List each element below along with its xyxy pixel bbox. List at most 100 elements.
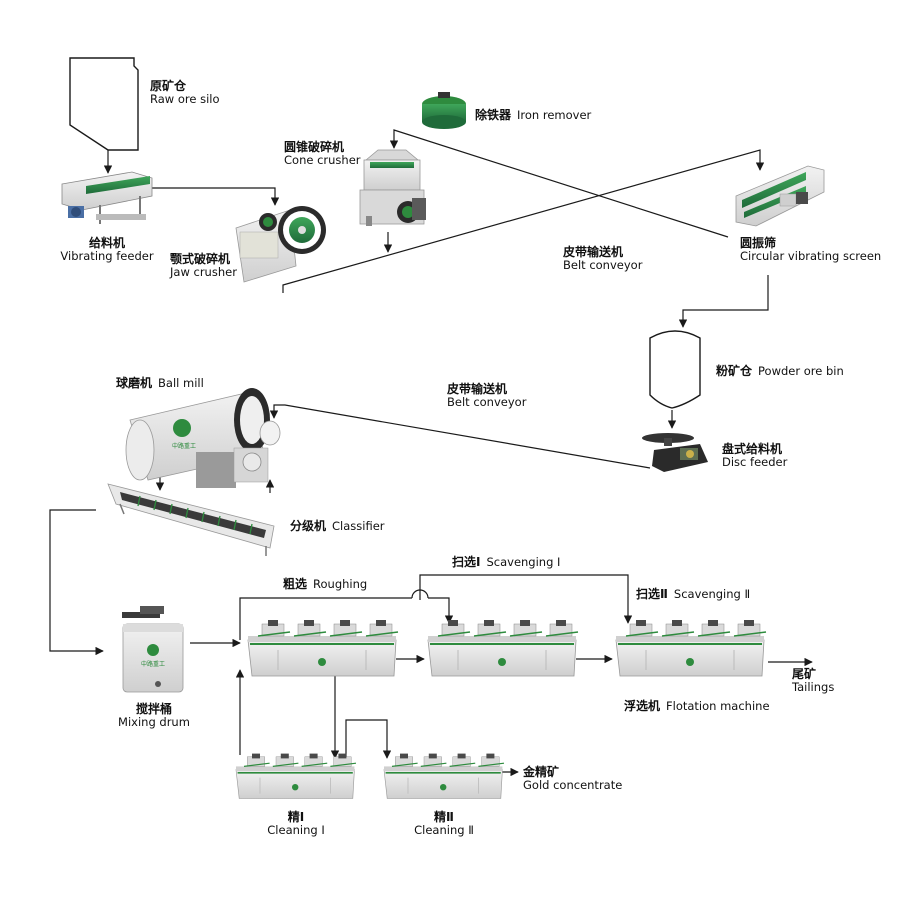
disc-to-mill-line xyxy=(269,404,651,469)
flotation-handrail xyxy=(391,762,418,767)
flotation-motor-cap xyxy=(309,753,318,759)
jaw-crusher-en: Jaw crusher xyxy=(170,265,237,280)
mixing-drum-logo-text: 中路重工 xyxy=(141,660,165,668)
flotation-handrail xyxy=(272,762,299,767)
jaw-to-screen-line xyxy=(282,149,765,293)
cleaning-2-cn: 精Ⅱ xyxy=(434,810,454,824)
flotation-handrail xyxy=(301,762,328,767)
flotation-tank-rim xyxy=(248,636,396,642)
classifier-icon xyxy=(107,483,275,556)
belt-conveyor-1-cn: 皮带输送机 xyxy=(563,245,624,259)
roughing-cn: 粗选 xyxy=(283,577,308,591)
flotation-motor-cap xyxy=(268,620,278,626)
flotation-handrail xyxy=(478,762,505,767)
roughing-en: Roughing xyxy=(313,577,368,591)
flotation-motor-cap xyxy=(484,620,494,626)
flotation-tank-rim xyxy=(236,766,355,772)
flotation-motor-cap xyxy=(448,620,458,626)
mixing-drum-label: 搅拌桶 Mixing drum xyxy=(112,702,196,730)
belt-conveyor-2-label: 皮带输送机 Belt conveyor xyxy=(447,382,526,410)
feeder-to-jaw-arrow xyxy=(150,187,280,206)
cleaning-2-en: Cleaning Ⅱ xyxy=(414,823,474,838)
flotation-handrail xyxy=(329,631,363,637)
mixing-drum-icon: 中路重工 xyxy=(122,606,184,693)
classifier-label: 分级机 Classifier xyxy=(290,519,385,534)
scavenging-2-cn: 扫选Ⅱ xyxy=(636,587,668,601)
tailings-en: Tailings xyxy=(792,680,835,695)
flotation-motor-cap xyxy=(672,620,682,626)
flotation-motor-cap xyxy=(556,620,566,626)
flotation-motor-cap xyxy=(486,753,495,759)
circular-vibrating-screen-en: Circular vibrating screen xyxy=(740,249,882,264)
flotation-logo-icon xyxy=(498,658,506,666)
classifier-cn: 分级机 xyxy=(290,519,327,533)
flotation-logo-icon xyxy=(440,784,447,791)
flotation-motor-cap xyxy=(520,620,530,626)
iron-remover-icon xyxy=(422,92,466,129)
iron-remover-en: Iron remover xyxy=(517,108,592,122)
circular-vibrating-screen-icon xyxy=(735,165,825,227)
disc-feeder-icon xyxy=(642,433,708,472)
flotation-handrail xyxy=(697,631,731,637)
flotation-handrail xyxy=(473,631,507,637)
flotation-motor-cap xyxy=(252,753,260,759)
flotation-motor-cap xyxy=(338,753,347,759)
flotation-cell-roughing-icon xyxy=(247,620,399,677)
flotation-logo-icon xyxy=(318,658,326,666)
flotation-logo-icon xyxy=(292,784,299,791)
scavenging-2-label: 扫选Ⅱ Scavenging Ⅱ xyxy=(636,587,750,602)
flotation-motor-cap xyxy=(636,620,646,626)
flotation-motor-cap xyxy=(400,753,408,759)
scavenging-2-en: Scavenging Ⅱ xyxy=(673,587,751,601)
belt-conveyor-1-label: 皮带输送机 Belt conveyor xyxy=(563,245,642,273)
raw-ore-silo-cn: 原矿仓 xyxy=(150,79,187,93)
cone-crusher-en: Cone crusher xyxy=(284,153,361,168)
circular-vibrating-screen-cn: 圆振筛 xyxy=(740,236,777,250)
screen-to-cone-line xyxy=(389,129,729,238)
belt-conveyor-2-en: Belt conveyor xyxy=(447,395,527,410)
ball-mill-cn: 球磨机 xyxy=(116,376,153,390)
flotation-cell-cleaning1-icon xyxy=(235,753,357,799)
vibrating-feeder-cn: 给料机 xyxy=(88,236,125,250)
tailings-cn: 尾矿 xyxy=(792,667,817,681)
flotation-tank-rim xyxy=(384,766,503,772)
disc-feeder-en: Disc feeder xyxy=(722,455,788,470)
cleaning-1-en: Cleaning I xyxy=(267,823,325,838)
disc-feeder-cn: 盘式给料机 xyxy=(722,442,783,456)
flotation-handrail xyxy=(257,631,291,637)
gold-concentrate-cn: 金精矿 xyxy=(523,765,560,779)
flotation-motor-cap xyxy=(340,620,350,626)
clean1-to-clean2-line xyxy=(345,719,392,760)
flotation-tank-rim xyxy=(428,636,576,642)
flotation-cell-cleaning2-icon xyxy=(383,753,505,799)
flotation-handrail xyxy=(365,631,399,637)
flotation-motor-cap xyxy=(457,753,466,759)
jaw-crusher-icon xyxy=(235,206,326,283)
cone-crusher-cn: 圆锥破碎机 xyxy=(284,140,345,154)
gold-concentrate-label: 金精矿 Gold concentrate xyxy=(523,765,622,793)
cleaning-1-cn: 精Ⅰ xyxy=(287,810,305,824)
scavenging-1-cn: 扫选Ⅰ xyxy=(452,555,481,569)
mixing-drum-cn: 搅拌桶 xyxy=(135,702,172,716)
scav1-return-line xyxy=(419,574,633,624)
raw-ore-silo-label: 原矿仓 Raw ore silo xyxy=(150,79,220,107)
flotation-handrail xyxy=(330,762,357,767)
flotation-handrail xyxy=(437,631,471,637)
jaw-crusher-cn: 颚式破碎机 xyxy=(170,252,231,266)
iron-remover-cn: 除铁器 xyxy=(475,108,512,122)
flotation-handrail xyxy=(733,631,767,637)
cleaning-2-label: 精Ⅱ Cleaning Ⅱ xyxy=(404,810,484,838)
belt-conveyor-1-en: Belt conveyor xyxy=(563,258,643,273)
classifier-en: Classifier xyxy=(332,519,385,533)
flotation-motor-cap xyxy=(428,753,437,759)
flotation-motor-cap xyxy=(744,620,754,626)
tailings-label: 尾矿 Tailings xyxy=(792,667,834,695)
roughing-label: 粗选 Roughing xyxy=(283,577,367,592)
flotation-cell-scavenging2-icon xyxy=(615,620,767,677)
powder-ore-bin-en: Powder ore bin xyxy=(758,364,844,378)
flotation-handrail xyxy=(293,631,327,637)
ball-mill-icon: 中路重工 xyxy=(125,388,281,488)
belt-conveyor-2-cn: 皮带输送机 xyxy=(447,382,508,396)
cone-crusher-icon xyxy=(359,149,426,226)
